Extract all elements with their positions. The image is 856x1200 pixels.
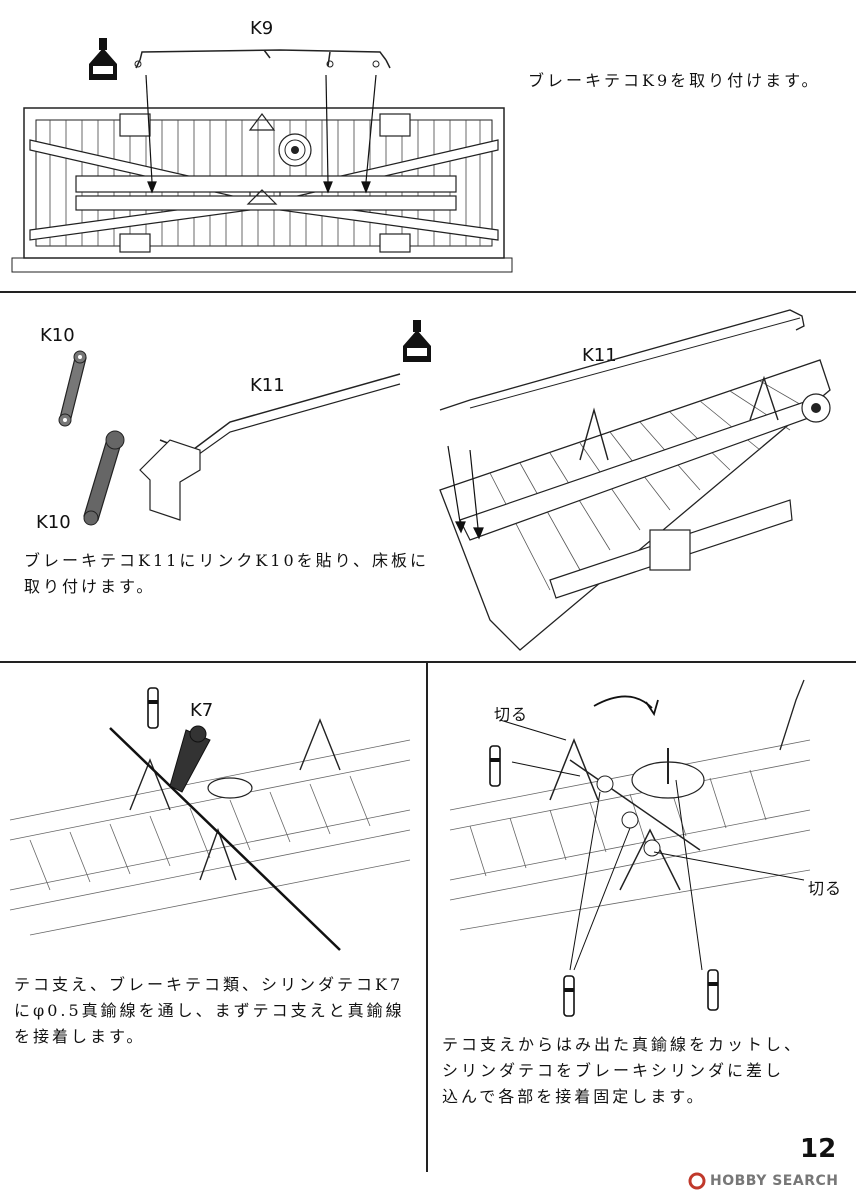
instruction-text-1: ブレーキテコK9を取り付けます。 [528,71,821,90]
part-label-k7: K7 [190,700,214,721]
brake-lever-k11-detail-drawing [83,373,401,526]
cut-label-right: 切る [808,879,843,898]
hobby-search-logo-icon [688,1172,706,1190]
glue-bottle-icon [89,38,117,80]
section-divider-vertical [426,662,428,1172]
instruction-text-4-line2: シリンダテコをブレーキシリンダに差し [442,1061,785,1080]
section-divider-2 [0,661,856,663]
brass-wire-pin-icon [147,687,159,729]
brass-wire-pin-icon [489,745,501,787]
instruction-text-4-line3: 込んで各部を接着固定します。 [442,1087,706,1106]
underframe-perspective-drawing [439,309,831,651]
arrow-rotate-icon [593,695,659,717]
underframe-drawing-top [11,74,513,273]
watermark: HOBBY SEARCH [688,1172,838,1190]
cylinder-lever-assembly-drawing [9,718,411,951]
instruction-text-4-line1: テコ支えからはみ出た真鍮線をカットし、 [442,1035,804,1054]
instruction-text-3-line3: を接着します。 [14,1027,146,1046]
link-k10-part-drawing [58,350,87,427]
cut-label-top: 切る [494,705,529,724]
instruction-text-2-line2: 取り付けます。 [24,577,156,596]
instruction-text-3-line2: にφ0.5真鍮線を通し、まずテコ支えと真鍮線 [14,1001,405,1020]
watermark-text: HOBBY SEARCH [710,1173,839,1189]
page-number: 12 [800,1134,837,1164]
brake-lever-k9-drawing [134,49,391,69]
part-label-k10-top: K10 [40,325,75,346]
instruction-text-3-line1: テコ支え、ブレーキテコ類、シリンダテコK7 [14,975,404,994]
part-label-k11-left: K11 [250,375,285,396]
part-label-k9: K9 [250,18,274,39]
brass-wire-pin-icon [707,969,719,1011]
instruction-text-2-line1: ブレーキテコK11にリンクK10を貼り、床板に [24,551,429,570]
part-label-k10-bottom: K10 [36,512,71,533]
cut-wire-assembly-drawing [449,679,811,971]
section-divider-1 [0,291,856,293]
brass-wire-pin-icon [563,975,575,1017]
glue-bottle-icon [403,320,431,362]
